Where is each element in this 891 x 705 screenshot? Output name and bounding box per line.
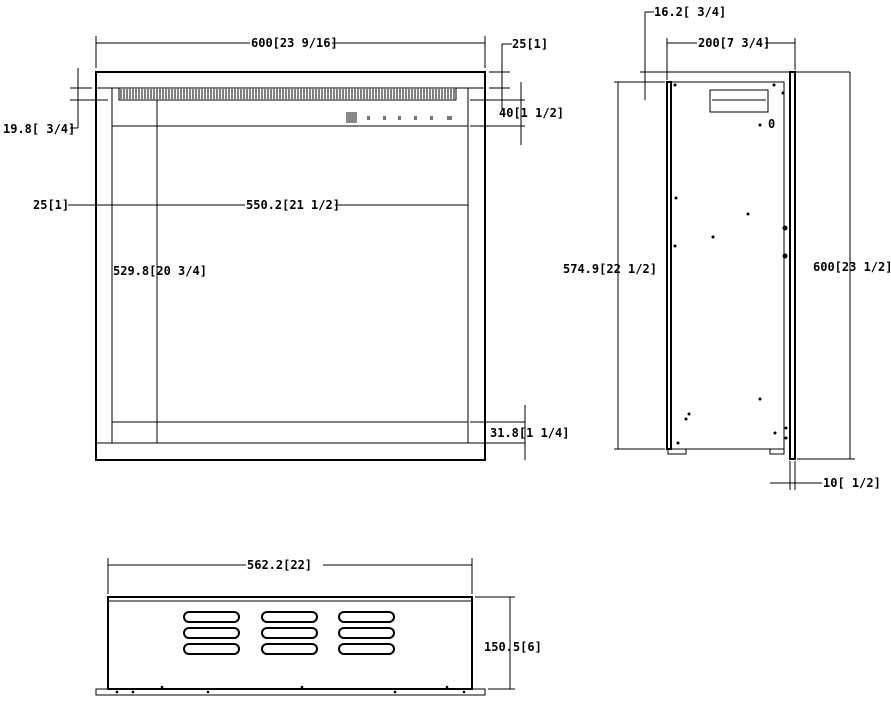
louver-slot xyxy=(338,611,395,623)
dim-inner-height: 529.8[20 3/4] xyxy=(113,264,207,278)
dim-body-height: 574.9[22 1/2] xyxy=(563,262,657,276)
louver-slot xyxy=(183,627,240,639)
side-marking: 0 xyxy=(768,117,775,131)
dim-side-trim: 25[1] xyxy=(33,198,69,212)
dim-control-band: 40[1 1/2] xyxy=(499,106,564,120)
dim-depth: 200[7 3/4] xyxy=(698,36,770,50)
dim-top-trim: 25[1] xyxy=(512,37,548,51)
top-screw-holes xyxy=(115,685,466,694)
screw-holes xyxy=(673,83,788,445)
side-vent-slot xyxy=(709,89,769,113)
control-display-icon xyxy=(346,112,357,123)
control-buttons-icon xyxy=(367,116,452,120)
dim-overall-width: 600[23 9/16] xyxy=(251,36,338,50)
louver-slot xyxy=(261,643,318,655)
dim-bottom-trim: 31.8[1 1/4] xyxy=(490,426,569,440)
dim-vent-height: 19.8[ 3/4] xyxy=(3,122,75,136)
louver-slot xyxy=(261,611,318,623)
top-vent-grille xyxy=(118,87,457,101)
side-flange xyxy=(789,71,796,460)
dim-inner-width: 550.2[21 1/2] xyxy=(246,198,340,212)
vent-louvers xyxy=(183,611,395,655)
dim-top-depth: 150.5[6] xyxy=(484,640,542,654)
dim-flange-thickness: 10[ 1/2] xyxy=(823,476,881,490)
side-view: 0 16.2[ 3/4] 200[7 3/4] 574.9[22 1/2] 60… xyxy=(563,5,891,490)
side-body xyxy=(670,81,785,450)
front-frame-outer xyxy=(95,71,486,461)
dim-top-width: 562.2[22] xyxy=(247,558,312,572)
louver-slot xyxy=(183,643,240,655)
top-flange xyxy=(95,688,486,696)
louver-slot xyxy=(338,627,395,639)
dim-flange-offset: 16.2[ 3/4] xyxy=(654,5,726,19)
front-view: 600[23 9/16] 25[1] 40[1 1/2] 19.8[ 3/4] … xyxy=(3,36,569,461)
top-view: 562.2[22] 150.5[6] xyxy=(95,558,542,696)
louver-slot xyxy=(338,643,395,655)
louver-slot xyxy=(183,611,240,623)
dim-overall-height: 600[23 1/2] xyxy=(813,260,891,274)
louver-slot xyxy=(261,627,318,639)
